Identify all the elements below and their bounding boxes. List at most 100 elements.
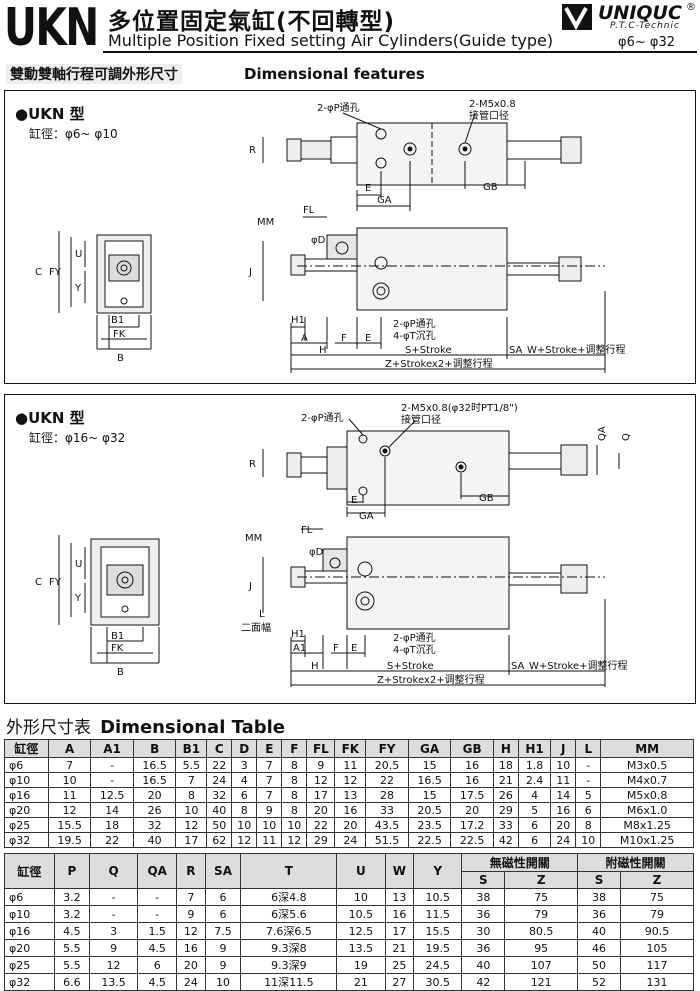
label-SA: SA — [509, 345, 523, 356]
label-U: U — [75, 559, 82, 570]
panel-type: ●UKN 型 — [15, 105, 85, 123]
column-header: D — [231, 739, 258, 758]
table-cell: 8 — [575, 817, 602, 833]
label-E: E — [365, 183, 371, 194]
table-cell: 1.5 — [137, 922, 178, 940]
table-cell: 38 — [461, 888, 506, 906]
table-cell: 51.5 — [365, 832, 409, 848]
table-cell: 8 — [175, 787, 208, 803]
column-header: GB — [450, 739, 494, 758]
column-header: R — [176, 853, 206, 889]
column-header: H — [492, 739, 519, 758]
table-cell: 4.5 — [53, 922, 90, 940]
label-E2: E — [351, 643, 357, 654]
table-cell: 20 — [450, 802, 494, 818]
table-cell: 12 — [47, 802, 92, 818]
table-cell: 13 — [334, 787, 367, 803]
table-cell: 9 — [204, 939, 242, 957]
table-cell: 10 — [575, 832, 602, 848]
table-cell: - — [137, 905, 178, 923]
drawing-panel-large-bore: ●UKN 型 缸徑：φ16~ φ32 — [4, 394, 696, 704]
table-cell: 24 — [334, 832, 367, 848]
table-cell: 7.5 — [204, 922, 242, 940]
label-FL: FL — [301, 525, 313, 536]
label-ports: 2-φP通孔 — [317, 102, 360, 114]
row-bore: φ32 — [4, 973, 55, 991]
label-MM: MM — [245, 533, 262, 544]
row-bore: φ16 — [4, 787, 49, 803]
label-B1: B1 — [111, 631, 124, 642]
table-cell: 30.5 — [413, 973, 463, 991]
section-title-cn: 雙動雙軸行程可調外形尺寸 — [6, 64, 182, 84]
table-cell: 16 — [384, 905, 415, 923]
table-cell: 4.5 — [137, 939, 178, 957]
table-cell: 16 — [176, 939, 206, 957]
table-cell: 131 — [619, 973, 695, 991]
brand-logo: UNIQUC ® P.T.C-Technic — [560, 2, 700, 32]
table-cell: 10 — [336, 888, 386, 906]
table-cell: 17.2 — [450, 817, 494, 833]
panel-bore: 缸徑：φ16~ φ32 — [29, 431, 126, 445]
table-cell: 121 — [504, 973, 579, 991]
sub-column-header: Z — [619, 871, 695, 889]
label-F: F — [341, 333, 347, 344]
table-cell: 26 — [492, 787, 519, 803]
column-header: MM — [600, 739, 694, 758]
table-title: 外形尺寸表 Dimensional Table — [6, 713, 285, 738]
table-cell: 7.6深6.5 — [240, 922, 338, 940]
table-cell: 12.5 — [336, 922, 386, 940]
table-cell: 80.5 — [504, 922, 579, 940]
column-header: FK — [334, 739, 367, 758]
label-GB: GB — [483, 182, 498, 193]
title-chinese: 多位置固定氣缸(不回轉型) — [108, 9, 396, 35]
group-header-with-switch: 附磁性開關 — [577, 853, 694, 872]
table-cell: 117 — [619, 956, 695, 974]
label-m-port2: 接管口径 — [401, 413, 441, 426]
table-cell: 7 — [175, 772, 208, 788]
table-cell: 25 — [384, 956, 415, 974]
table-cell: 26 — [132, 802, 177, 818]
table-cell: 12 — [175, 817, 208, 833]
table-cell: 36 — [461, 939, 506, 957]
label-E2: E — [365, 333, 371, 344]
label-FK: FK — [113, 329, 126, 340]
table-cell: 4 — [231, 772, 258, 788]
row-bore: φ25 — [4, 817, 49, 833]
header-rule — [103, 51, 697, 53]
table-cell: 5 — [575, 787, 602, 803]
table-cell: 8 — [231, 802, 258, 818]
table-cell: 20 — [306, 802, 336, 818]
table-cell: 9.3深8 — [240, 939, 338, 957]
table-title-en: Dimensional Table — [100, 717, 285, 738]
label-QA: QA — [597, 426, 608, 441]
table-cell: 16 — [550, 802, 577, 818]
table-cell: 10 — [175, 802, 208, 818]
label-A1: A1 — [293, 643, 306, 654]
table-cell: 17.5 — [450, 787, 494, 803]
table-cell: 12 — [231, 832, 258, 848]
table-cell: 19.5 — [47, 832, 92, 848]
table-cell: 16.5 — [407, 772, 452, 788]
label-m-port: 2-M5x0.8 — [469, 99, 516, 110]
table-cell: 75 — [619, 888, 695, 906]
drawing-panel-small-bore: ●UKN 型 缸徑：φ6~ φ10 — [4, 90, 696, 384]
table-cell: 1.8 — [517, 757, 552, 773]
panel-type: ●UKN 型 — [15, 409, 85, 427]
table-cell: 7 — [176, 888, 206, 906]
label-E: E — [351, 495, 357, 506]
label-m-port: 2-M5x0.8(φ32时PT1/8") — [401, 402, 518, 414]
table-cell: 19.5 — [413, 939, 463, 957]
table-cell: 7 — [256, 787, 283, 803]
table-cell: 22 — [206, 757, 233, 773]
label-p2: 2-φP通孔 — [393, 318, 436, 330]
table-cell: 10.5 — [413, 888, 463, 906]
table-cell: 22 — [365, 772, 409, 788]
table-cell: 16.5 — [132, 772, 177, 788]
table-cell: 9 — [88, 939, 139, 957]
